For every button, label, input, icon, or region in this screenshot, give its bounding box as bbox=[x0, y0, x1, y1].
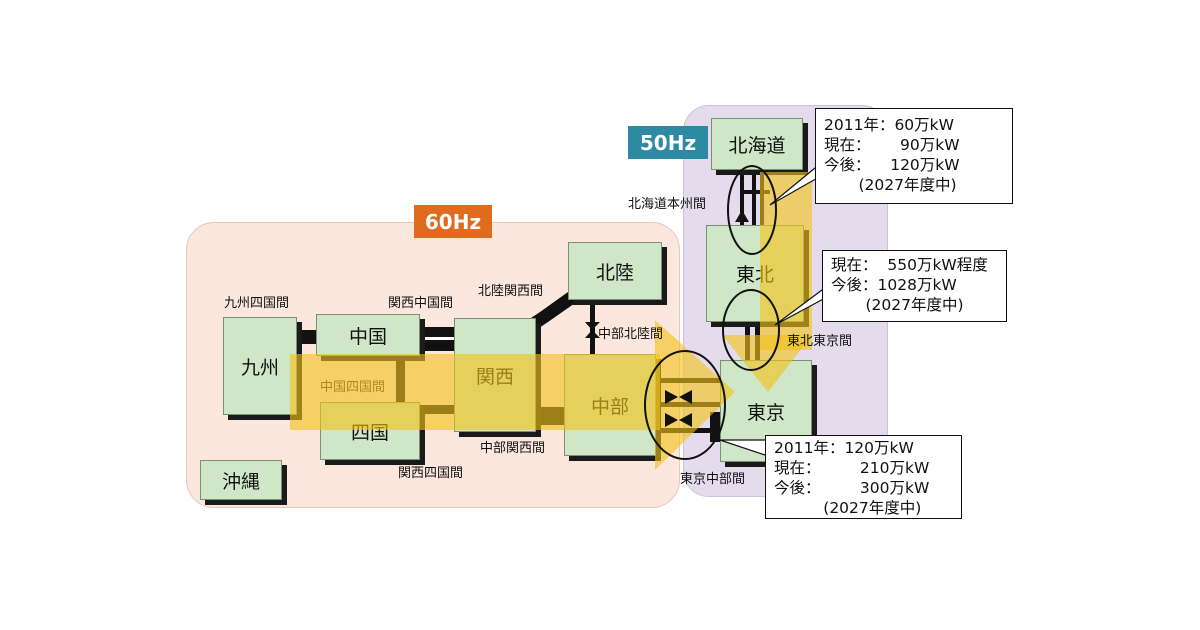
callout-hokkaido-line4: (2027年度中) bbox=[824, 176, 957, 194]
link-label-chugoku-shikoku: 中国四国間 bbox=[320, 380, 386, 395]
link-label-tohoku-tokyo: 東北東京間 bbox=[787, 334, 853, 349]
region-hokkaido-label: 北海道 bbox=[728, 134, 786, 157]
link-label-kansai-shikoku: 関西四国間 bbox=[398, 466, 464, 481]
callout-tokyo-capacity: 2011年：120万kW 現在： 210万kW 今後： 300万kW (2027… bbox=[765, 435, 962, 519]
callout-pointer-tokyo bbox=[719, 439, 769, 457]
region-okinawa-label: 沖縄 bbox=[221, 470, 260, 493]
region-hokuriku: 北陸 bbox=[568, 242, 662, 300]
callout-tohoku-capacity: 現在： 550万kW程度 今後：1028万kW (2027年度中) bbox=[822, 250, 1007, 322]
link-label-kyushu-shikoku: 九州四国間 bbox=[224, 296, 290, 311]
highlight-ellipse-chubu-tokyo bbox=[644, 350, 726, 460]
link-label-chubu-kansai: 中部関西間 bbox=[480, 441, 546, 456]
region-kyushu-label: 九州 bbox=[240, 356, 279, 379]
region-hokuriku-label: 北陸 bbox=[595, 261, 634, 284]
callout-tokyo-line2: 現在： 210万kW bbox=[774, 459, 930, 477]
region-tokyo-label: 東京 bbox=[746, 401, 785, 424]
region-hokkaido: 北海道 bbox=[711, 118, 803, 170]
link-label-hokkaido-honshu: 北海道本州間 bbox=[628, 197, 707, 212]
callout-hokkaido-capacity: 2011年：60万kW 現在： 90万kW 今後： 120万kW (2027年度… bbox=[815, 108, 1013, 204]
flow-band-west-east bbox=[290, 354, 660, 430]
link-label-kansai-chugoku: 関西中国間 bbox=[388, 296, 454, 311]
callout-tokyo-line1: 2011年：120万kW bbox=[774, 439, 914, 457]
highlight-ellipse-tohoku-tokyo bbox=[722, 289, 780, 371]
flow-arrowhead-east bbox=[655, 320, 735, 470]
callout-tokyo-line4: (2027年度中) bbox=[774, 499, 922, 517]
flow-band-north-south bbox=[760, 172, 812, 350]
link-label-chubu-hokuriku: 中部北陸間 bbox=[598, 327, 664, 342]
region-okinawa: 沖縄 bbox=[200, 460, 282, 500]
callout-tokyo-line3: 今後： 300万kW bbox=[774, 479, 930, 497]
callout-hokkaido-line1: 2011年：60万kW bbox=[824, 116, 954, 134]
callout-hokkaido-line2: 現在： 90万kW bbox=[824, 136, 960, 154]
badge-50hz: 50Hz bbox=[628, 126, 708, 159]
callout-tohoku-line2: 今後：1028万kW bbox=[831, 276, 957, 294]
link-label-hokuriku-kansai: 北陸関西間 bbox=[478, 284, 544, 299]
link-line-hokkaido-tohoku bbox=[740, 165, 744, 235]
callout-tohoku-line1: 現在： 550万kW程度 bbox=[831, 256, 988, 274]
region-chugoku: 中国 bbox=[316, 314, 420, 356]
link-line-kyushu-chugoku bbox=[296, 330, 320, 344]
callout-tohoku-line3: (2027年度中) bbox=[831, 296, 964, 314]
region-chugoku-label: 中国 bbox=[348, 325, 387, 348]
badge-60hz: 60Hz bbox=[414, 205, 492, 238]
callout-hokkaido-line3: 今後： 120万kW bbox=[824, 156, 960, 174]
link-label-tokyo-chubu: 東京中部間 bbox=[680, 472, 746, 487]
highlight-ellipse-hokkaido-honshu bbox=[727, 165, 777, 255]
